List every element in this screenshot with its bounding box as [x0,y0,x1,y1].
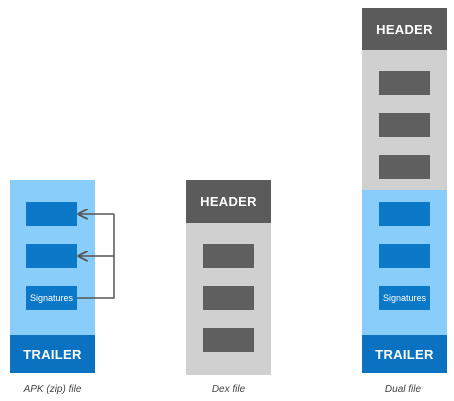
dual-signatures-box: Signatures [379,286,430,310]
dual-header: HEADER [362,8,447,50]
dual-trailer: TRAILER [362,335,447,373]
apk-entry-1 [26,202,77,226]
dual-entry-3 [379,155,430,179]
dual-entry-2 [379,113,430,137]
arrow-connector [77,214,115,299]
apk-caption: APK (zip) file [23,384,82,395]
apk-signatures-box: Signatures [26,286,77,310]
dual-entry-5 [379,244,430,268]
dual-entry-4 [379,202,430,226]
dual-caption: Dual file [384,384,422,395]
dex-caption: Dex file [211,384,246,395]
dex-entry-3 [203,328,254,352]
dual-entry-1 [379,71,430,95]
dex-entry-1 [203,244,254,268]
apk-trailer: TRAILER [10,335,95,373]
apk-entry-2 [26,244,77,268]
dex-entry-2 [203,286,254,310]
dex-header: HEADER [186,180,271,223]
